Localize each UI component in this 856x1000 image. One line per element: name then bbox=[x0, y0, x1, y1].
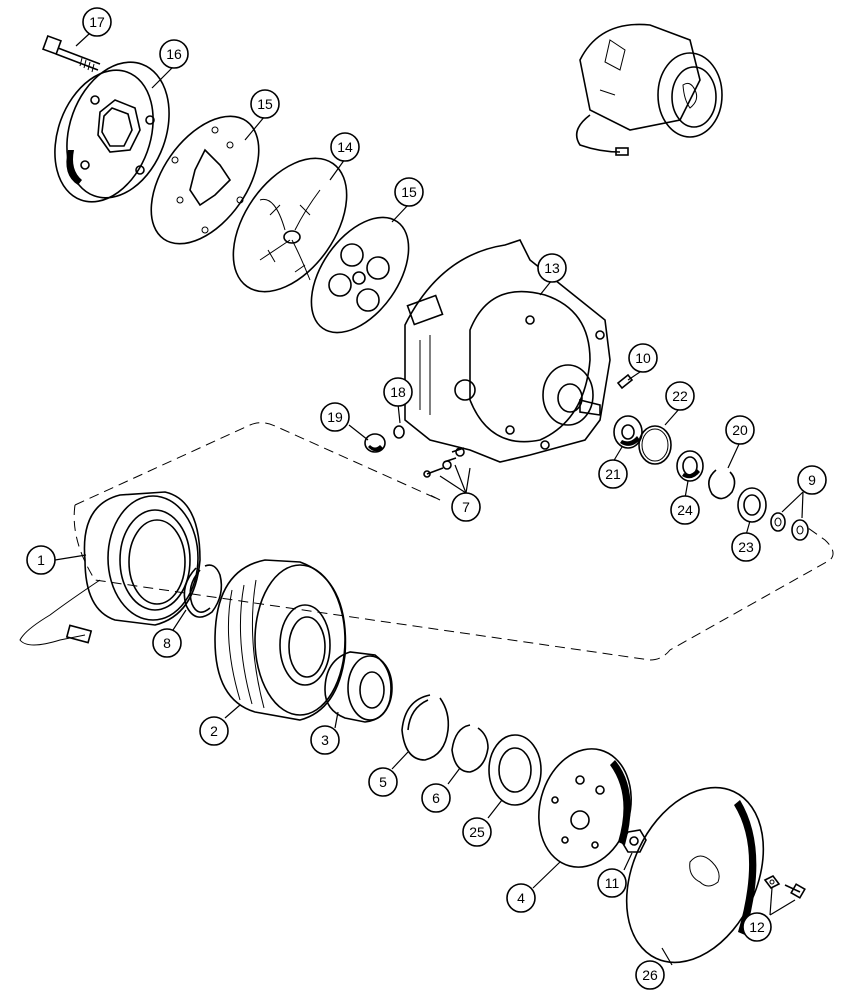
callout-1: 1 bbox=[26, 545, 56, 575]
svg-text:24: 24 bbox=[677, 502, 693, 518]
svg-text:16: 16 bbox=[166, 46, 182, 62]
svg-text:3: 3 bbox=[321, 732, 329, 748]
part-16-clutch-hub bbox=[54, 61, 170, 203]
leader-lines bbox=[54, 33, 804, 966]
part-2-pulley bbox=[214, 559, 347, 721]
part-21-seal bbox=[613, 415, 643, 449]
callout-23: 23 bbox=[731, 532, 761, 562]
svg-text:4: 4 bbox=[517, 890, 525, 906]
svg-text:15: 15 bbox=[401, 184, 417, 200]
callout-19: 19 bbox=[320, 402, 350, 432]
callout-25: 25 bbox=[462, 817, 492, 847]
callout-6: 6 bbox=[421, 783, 451, 813]
part-10-key bbox=[616, 373, 634, 390]
callout-16: 16 bbox=[159, 39, 189, 69]
callout-15-upper: 15 bbox=[250, 89, 280, 119]
callout-3: 3 bbox=[310, 725, 340, 755]
callout-8: 8 bbox=[152, 628, 182, 658]
part-12-bolt-washer bbox=[763, 874, 806, 899]
svg-text:20: 20 bbox=[732, 422, 748, 438]
callout-9: 9 bbox=[797, 465, 827, 495]
callout-11: 11 bbox=[597, 868, 627, 898]
svg-text:22: 22 bbox=[672, 388, 688, 404]
part-26-cover bbox=[625, 786, 765, 964]
callout-24: 24 bbox=[670, 495, 700, 525]
part-9-washers bbox=[770, 512, 809, 541]
callout-5: 5 bbox=[368, 767, 398, 797]
part-17-bolt bbox=[42, 35, 101, 73]
callout-2: 2 bbox=[199, 716, 229, 746]
callout-18: 18 bbox=[383, 377, 413, 407]
callout-22: 22 bbox=[665, 381, 695, 411]
callout-21: 21 bbox=[598, 459, 628, 489]
callout-7: 7 bbox=[451, 492, 481, 522]
callout-12: 12 bbox=[742, 912, 772, 942]
part-8-snap-ring bbox=[183, 564, 223, 618]
callout-17: 17 bbox=[82, 7, 112, 37]
svg-text:18: 18 bbox=[390, 384, 406, 400]
svg-text:11: 11 bbox=[605, 875, 620, 891]
part-22-o-ring bbox=[638, 425, 672, 465]
part-4-hub-plate bbox=[538, 748, 632, 868]
svg-text:13: 13 bbox=[544, 260, 560, 276]
svg-text:25: 25 bbox=[469, 824, 485, 840]
part-6-snap-ring bbox=[451, 724, 489, 773]
part-5-snap-ring bbox=[401, 694, 450, 761]
dashed-group-outline bbox=[73, 422, 834, 661]
svg-text:10: 10 bbox=[635, 350, 651, 366]
part-11-nut bbox=[621, 829, 647, 853]
svg-text:6: 6 bbox=[432, 790, 440, 806]
svg-text:12: 12 bbox=[749, 919, 765, 935]
callout-14: 14 bbox=[330, 132, 360, 162]
part-20-snap-ring bbox=[708, 469, 736, 500]
callout-4: 4 bbox=[506, 883, 536, 913]
callout-20: 20 bbox=[725, 415, 755, 445]
part-14-spring-plate bbox=[232, 157, 348, 293]
part-18-o-ring bbox=[393, 425, 405, 439]
svg-text:7: 7 bbox=[462, 499, 470, 515]
callout-26: 26 bbox=[635, 960, 665, 990]
part-15-shim-lower bbox=[310, 216, 410, 334]
part-24-seal-seat bbox=[676, 450, 704, 482]
svg-text:21: 21 bbox=[605, 466, 621, 482]
svg-text:23: 23 bbox=[738, 539, 754, 555]
svg-text:1: 1 bbox=[37, 552, 45, 568]
part-25-shim bbox=[488, 734, 542, 806]
part-7-screws bbox=[423, 447, 465, 478]
part-15-shim-upper bbox=[150, 115, 260, 245]
svg-text:26: 26 bbox=[642, 967, 658, 983]
part-23-felt-ring bbox=[737, 487, 767, 523]
svg-text:14: 14 bbox=[337, 139, 353, 155]
callout-13: 13 bbox=[537, 253, 567, 283]
svg-text:19: 19 bbox=[327, 409, 343, 425]
assembled-compressor-thumbnail bbox=[575, 23, 723, 156]
svg-text:2: 2 bbox=[210, 723, 218, 739]
part-3-bearing bbox=[324, 651, 393, 723]
svg-text:9: 9 bbox=[808, 472, 816, 488]
part-1-field-coil bbox=[19, 491, 201, 646]
svg-text:15: 15 bbox=[257, 96, 273, 112]
callout-15-lower: 15 bbox=[394, 177, 424, 207]
svg-text:5: 5 bbox=[379, 774, 387, 790]
callout-10: 10 bbox=[628, 343, 658, 373]
svg-text:17: 17 bbox=[89, 14, 105, 30]
part-19-plug bbox=[364, 433, 386, 453]
part-13-compressor-body bbox=[404, 239, 611, 463]
svg-text:8: 8 bbox=[163, 635, 171, 651]
